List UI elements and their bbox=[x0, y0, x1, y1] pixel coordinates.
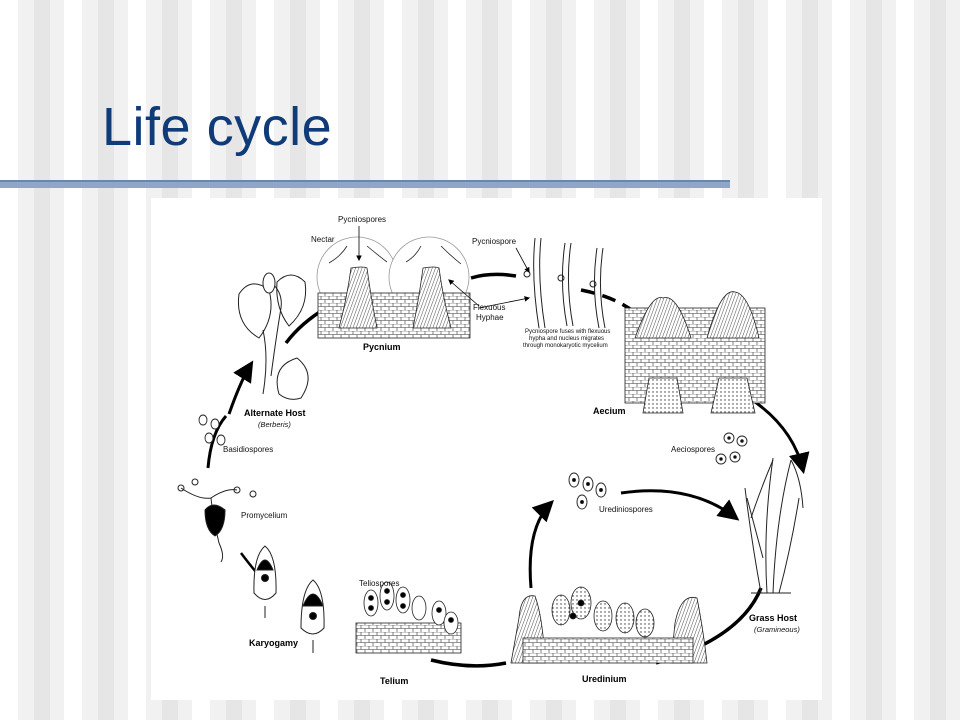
label-aeciospores: Aeciospores bbox=[671, 445, 715, 454]
grass-host-illustration bbox=[744, 457, 804, 594]
label-teliospores: Teliospores bbox=[359, 579, 399, 588]
fusion-note-1: Pycniospore fuses with flexuous bbox=[525, 329, 610, 335]
aeciospores-illustration bbox=[715, 432, 748, 465]
arrow-pycnium-to-spores bbox=[470, 272, 517, 280]
flexuous-pointer-2 bbox=[478, 296, 531, 309]
life-cycle-svg: Pycniospores Nectar Pycnium Flexuous Hyp… bbox=[177, 215, 810, 686]
arrow-uredinium-to-urediniospores bbox=[528, 500, 554, 589]
label-alternate-host-sub: (Berberis) bbox=[258, 420, 291, 429]
label-pycniospore: Pycniospore bbox=[472, 237, 517, 246]
karyogamy-illustration bbox=[253, 545, 325, 653]
uredinium-illustration bbox=[510, 586, 708, 664]
label-karyogamy: Karyogamy bbox=[249, 638, 298, 648]
life-cycle-diagram: Pycniospores Nectar Pycnium Flexuous Hyp… bbox=[151, 198, 822, 700]
arrow-spores-to-aecium bbox=[580, 288, 643, 320]
basidiospores-illustration bbox=[198, 414, 226, 446]
title-divider bbox=[0, 180, 730, 188]
aecium-illustration bbox=[624, 291, 766, 414]
fusion-note-3: through monokaryotic mycelium bbox=[523, 343, 608, 349]
label-aecium: Aecium bbox=[593, 406, 626, 416]
arrow-urediniospores-to-grass bbox=[620, 489, 740, 521]
flexuous-pointer-1 bbox=[448, 279, 480, 307]
label-pycniospores: Pycniospores bbox=[338, 215, 386, 224]
arrow-basidiospores-side bbox=[206, 415, 228, 469]
flexuous-hyphae-illustration bbox=[523, 237, 606, 329]
urediniospores-illustration bbox=[568, 472, 607, 510]
title-divider-line bbox=[0, 180, 730, 182]
cycle-arrows bbox=[206, 272, 810, 668]
label-urediniospores: Urediniospores bbox=[599, 505, 653, 514]
label-grass-host: Grass Host bbox=[749, 613, 797, 623]
pycniospore-pointer bbox=[515, 247, 530, 273]
label-promycelium: Promycelium bbox=[241, 511, 288, 520]
label-grass-host-sub: (Gramineous) bbox=[754, 625, 800, 634]
arrow-uredinium-to-telium bbox=[430, 658, 507, 668]
fusion-note-2: hypha and nucleus migrates bbox=[529, 336, 604, 342]
label-alternate-host: Alternate Host bbox=[244, 408, 306, 418]
label-basidiospores: Basidiospores bbox=[223, 445, 273, 454]
arrow-to-alternate-host bbox=[227, 360, 254, 415]
label-flexuous-1: Flexuous bbox=[473, 303, 505, 312]
telium-illustration bbox=[355, 581, 462, 654]
label-uredinium: Uredinium bbox=[582, 674, 627, 684]
label-telium: Telium bbox=[380, 676, 408, 686]
label-flexuous-2: Hyphae bbox=[476, 313, 504, 322]
label-pycnium: Pycnium bbox=[363, 342, 401, 352]
pycnium-illustration bbox=[316, 236, 471, 339]
promycelium-illustration bbox=[177, 478, 257, 563]
label-nectar: Nectar bbox=[311, 235, 335, 244]
alternate-host-illustration bbox=[237, 272, 309, 400]
slide-title: Life cycle bbox=[102, 97, 333, 157]
